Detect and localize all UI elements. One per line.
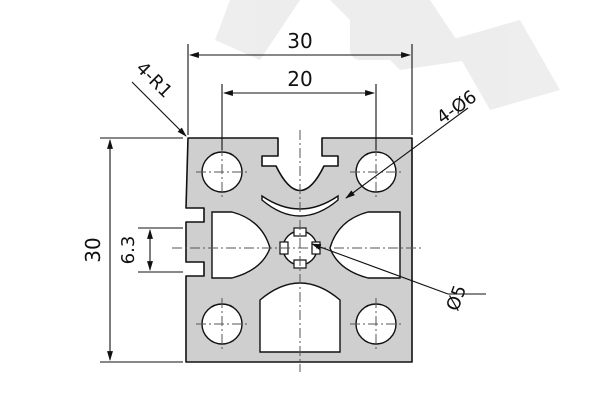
dimension-lines <box>100 44 486 363</box>
background-watermark <box>215 0 560 110</box>
label-hole-spacing: 20 <box>287 67 312 91</box>
leader-center-hole <box>311 243 449 295</box>
label-corner-holes: 4-Ø6 <box>433 86 481 128</box>
leader-corner-radius <box>131 81 187 137</box>
label-overall-width: 30 <box>287 29 312 53</box>
center-lines <box>172 130 424 372</box>
label-center-hole: Ø5 <box>443 282 471 313</box>
cavity-top <box>261 194 339 217</box>
label-slot-width: 6.3 <box>118 236 139 265</box>
leader-corner-holes <box>345 107 469 199</box>
label-corner-radius: 4-R1 <box>132 58 176 102</box>
label-overall-height: 30 <box>81 237 105 262</box>
